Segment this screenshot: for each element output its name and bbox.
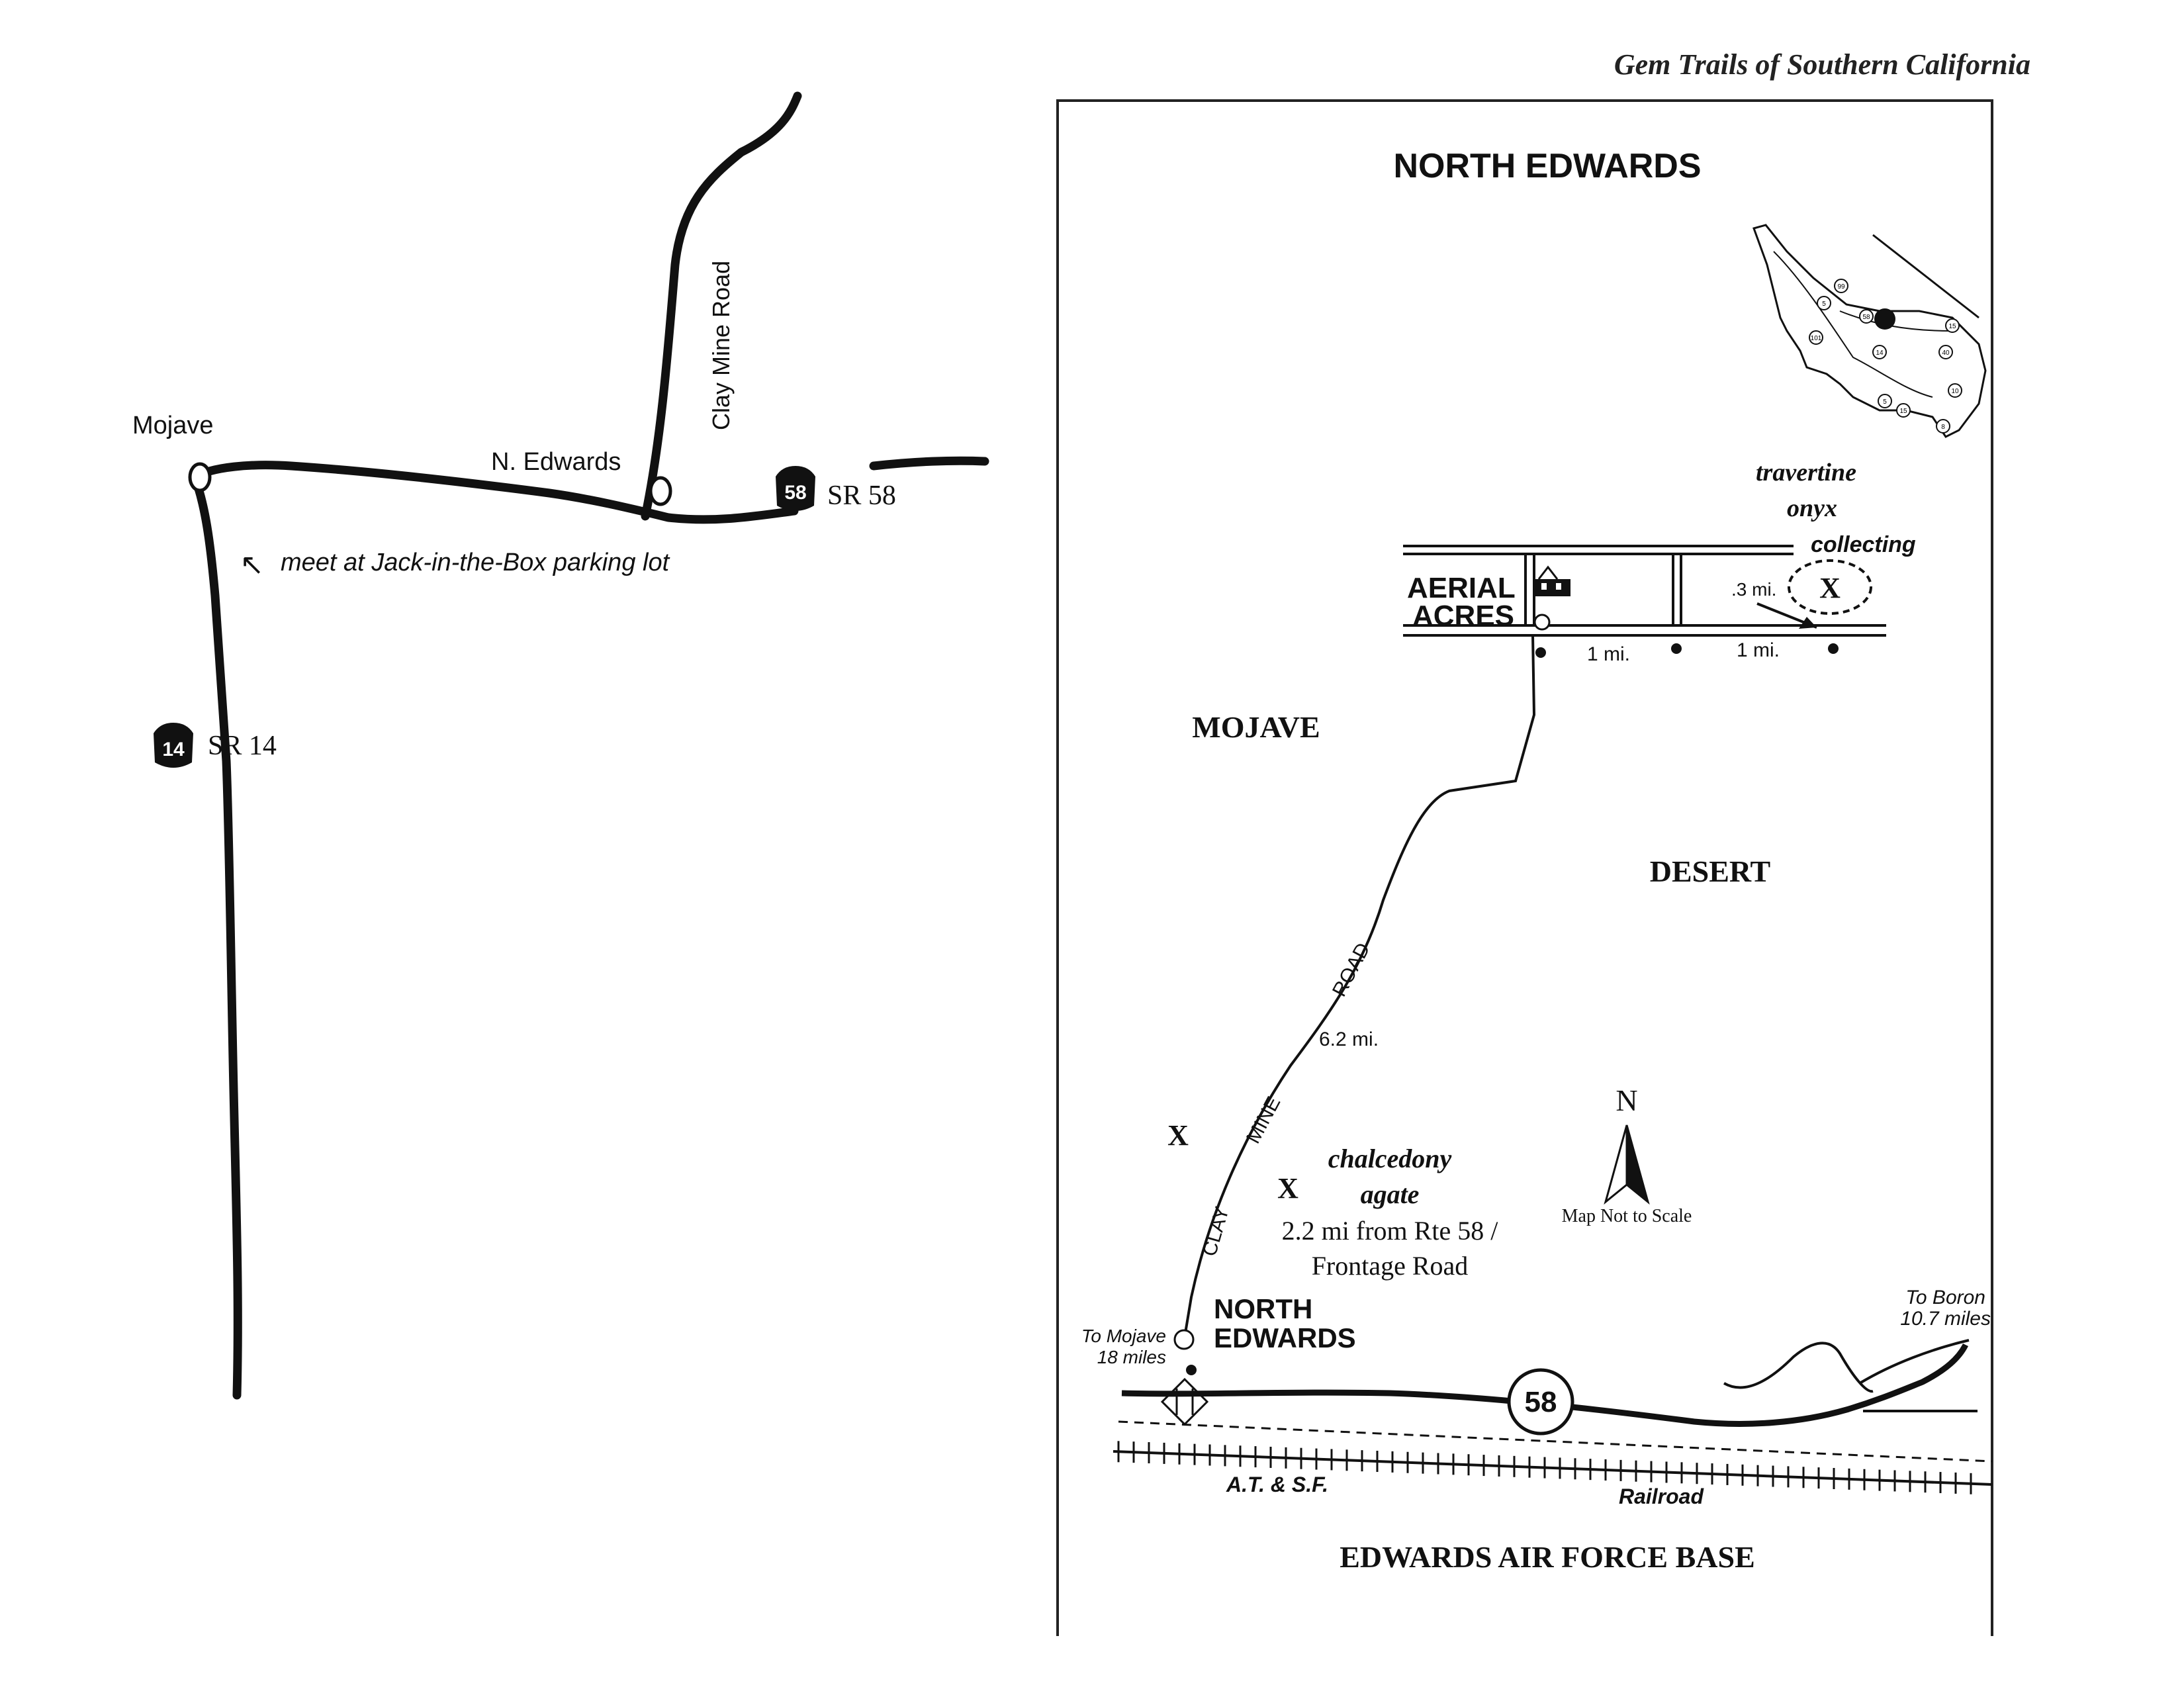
railroad-line bbox=[1113, 1450, 1993, 1486]
north-letter: N bbox=[1615, 1083, 1637, 1117]
hwy58-line bbox=[1121, 1343, 1969, 1427]
acres-label: ACRES bbox=[1412, 600, 1514, 632]
north-edwards-label-1: NORTH bbox=[1214, 1293, 1312, 1324]
sr14-shield-icon: 14 bbox=[154, 723, 193, 768]
hwy58-shield-icon: 58 bbox=[1507, 1368, 1574, 1436]
inset-shield: 10 bbox=[1951, 388, 1959, 395]
sr14-shield-number: 14 bbox=[162, 739, 185, 760]
aerial-acres-town-marker bbox=[1533, 614, 1551, 631]
clay-mine-road-label: Clay Mine Road bbox=[707, 261, 735, 430]
inset-shield: 8 bbox=[1941, 424, 1945, 431]
sr58-east-road bbox=[869, 456, 989, 471]
dist-1mi-label-b: 1 mi. bbox=[1737, 639, 1780, 661]
agate-site-x-2: X bbox=[1277, 1172, 1298, 1205]
dist-62-label: 6.2 mi. bbox=[1319, 1028, 1379, 1050]
inset-shield: 15 bbox=[1948, 323, 1956, 330]
interchange-icon bbox=[1160, 1377, 1209, 1426]
meet-arrow-icon: ↖ bbox=[240, 549, 264, 581]
mojave-town-marker bbox=[188, 462, 212, 492]
clay-mine-road bbox=[641, 91, 802, 521]
site-arrow-head bbox=[1799, 617, 1817, 629]
mojave-label: Mojave bbox=[132, 412, 214, 439]
to-boron-line1: To Boron bbox=[1905, 1287, 1985, 1308]
north-edwards-dot bbox=[1186, 1365, 1197, 1375]
mile-dot bbox=[1535, 647, 1546, 658]
mojave-area-label: MOJAVE bbox=[1192, 710, 1320, 744]
inset-shield: 99 bbox=[1837, 283, 1845, 291]
sr58-shield-number: 58 bbox=[784, 482, 806, 504]
clay-mine-road-line bbox=[1183, 635, 1536, 1338]
edwards-afb-label: EDWARDS AIR FORCE BASE bbox=[1340, 1540, 1755, 1574]
mile-dot bbox=[1671, 643, 1682, 654]
building-icon bbox=[1533, 565, 1570, 596]
north-edwards-label-2: EDWARDS bbox=[1214, 1322, 1356, 1353]
to-boron-line2: 10.7 miles bbox=[1900, 1308, 1991, 1330]
rte-note-line2: Frontage Road bbox=[1312, 1251, 1469, 1281]
boron-road-line bbox=[1858, 1339, 1970, 1385]
map-title: NORTH EDWARDS bbox=[1393, 147, 1701, 185]
dist-1mi-label-a: 1 mi. bbox=[1587, 643, 1630, 665]
california-inset-map: 99 5 58 15 101 14 40 5 15 10 8 bbox=[1752, 224, 1987, 438]
north-arrow-icon bbox=[1604, 1124, 1650, 1205]
railroad-ties bbox=[1117, 1441, 1972, 1494]
sr14-road bbox=[189, 469, 242, 1400]
to-mojave-line1: To Mojave bbox=[1081, 1326, 1166, 1346]
inset-shield: 5 bbox=[1822, 300, 1826, 308]
sr58-label: SR 58 bbox=[827, 480, 896, 511]
inset-highway-shields: 99 5 58 15 101 14 40 5 15 10 8 bbox=[1809, 279, 1962, 434]
sr58-road bbox=[189, 461, 799, 524]
inset-shield: 101 bbox=[1811, 335, 1822, 342]
desert-area-label: DESERT bbox=[1650, 854, 1770, 888]
travertine-label: travertine bbox=[1756, 459, 1856, 486]
inset-location-dot bbox=[1874, 308, 1895, 330]
collecting-label: collecting bbox=[1811, 532, 1916, 557]
right-printed-map: Gem Trails of Southern California NORTH … bbox=[1056, 48, 2030, 1636]
sr58-shield-icon: 58 bbox=[776, 466, 815, 511]
left-sketch-map: Mojave N. Edwards Clay Mine Road 58 SR 5… bbox=[132, 91, 989, 1400]
page-header: Gem Trails of Southern California bbox=[1614, 48, 2030, 81]
n-edwards-town-marker bbox=[649, 476, 672, 506]
travertine-site-circle bbox=[1788, 559, 1872, 615]
dashed-frontage bbox=[1118, 1420, 1993, 1463]
mile-dot bbox=[1828, 643, 1839, 654]
not-to-scale-label: Map Not to Scale bbox=[1562, 1206, 1692, 1226]
inset-shield: 15 bbox=[1899, 408, 1907, 415]
agate-label: agate bbox=[1361, 1179, 1420, 1209]
dist-03-label: .3 mi. bbox=[1731, 579, 1776, 600]
railroad-label: Railroad bbox=[1619, 1484, 1704, 1508]
mine-label: MINE bbox=[1242, 1093, 1285, 1148]
atsf-label: A.T. & S.F. bbox=[1226, 1473, 1328, 1496]
road-label: ROAD bbox=[1328, 939, 1375, 1000]
onyx-label: onyx bbox=[1787, 494, 1837, 522]
sr14-label: SR 14 bbox=[208, 731, 277, 761]
inset-shield: 58 bbox=[1862, 314, 1870, 321]
north-edwards-town-marker bbox=[1173, 1329, 1195, 1350]
travertine-site-x: X bbox=[1819, 572, 1841, 604]
rte-note-line1: 2.2 mi from Rte 58 / bbox=[1282, 1216, 1499, 1246]
inset-shield: 14 bbox=[1876, 349, 1884, 357]
meet-note: meet at Jack-in-the-Box parking lot bbox=[281, 549, 670, 576]
agate-site-x-1: X bbox=[1167, 1119, 1189, 1152]
to-mojave-line2: 18 miles bbox=[1097, 1347, 1166, 1367]
aerial-label: AERIAL bbox=[1407, 572, 1516, 604]
inset-shield: 5 bbox=[1883, 398, 1887, 406]
inset-shield: 40 bbox=[1942, 349, 1950, 357]
boron-road-curve bbox=[1723, 1342, 1874, 1393]
clay-label: CLAY bbox=[1199, 1205, 1234, 1259]
chalcedony-label: chalcedony bbox=[1328, 1144, 1452, 1173]
map-frame bbox=[1056, 99, 1993, 1636]
hwy58-number: 58 bbox=[1525, 1386, 1557, 1418]
aerial-acres-roads bbox=[1403, 545, 1886, 637]
n-edwards-label: N. Edwards bbox=[491, 448, 621, 476]
